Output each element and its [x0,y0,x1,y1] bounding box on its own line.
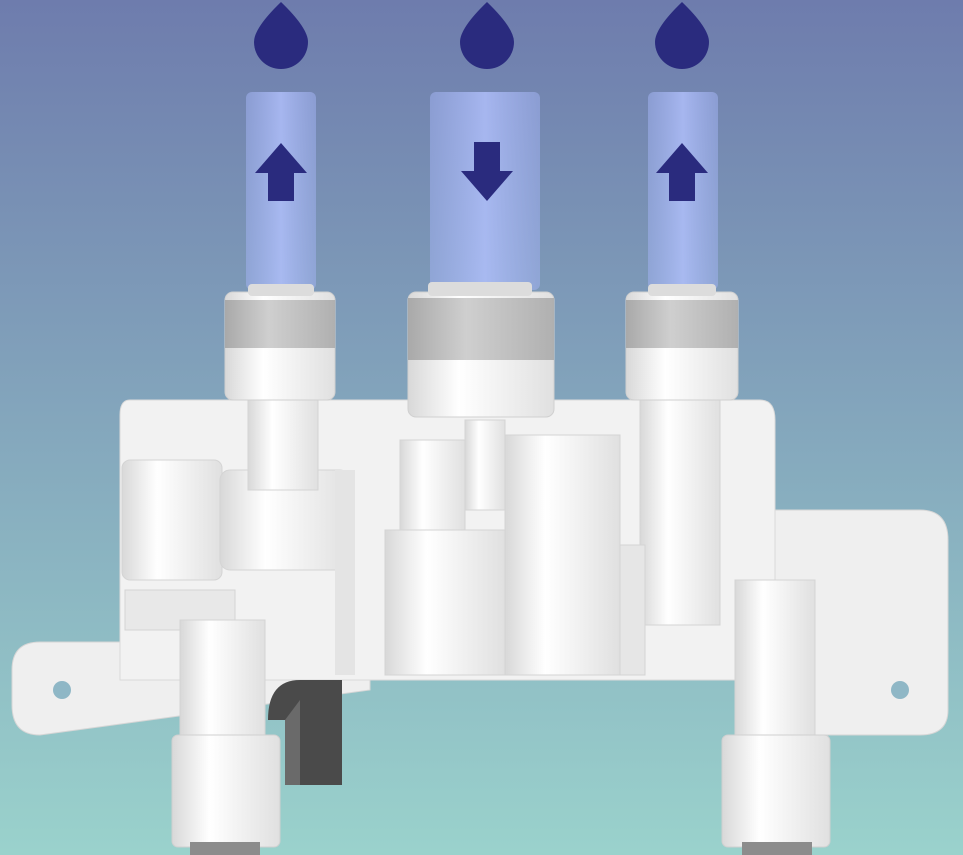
mount-hole-left [53,681,71,699]
top-fittings [225,282,738,417]
outlet-right [735,580,815,750]
mount-hole-right [891,681,909,699]
